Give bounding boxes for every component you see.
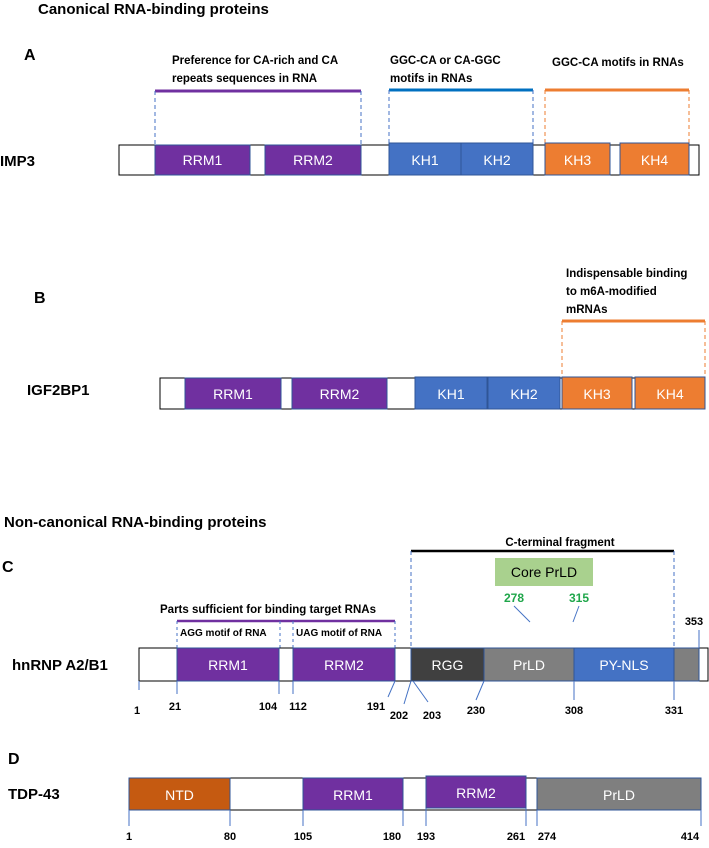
panel-d-label: D [8,751,20,768]
svg-text:KH1: KH1 [411,152,438,168]
svg-text:RRM1: RRM1 [333,787,373,803]
panel-b-annotation-line-3: mRNAs [566,304,608,316]
panel-a-protein-name: IMP3 [0,153,35,170]
svg-text:RGG: RGG [432,657,464,673]
domain-c-terminal-tail [673,647,700,682]
svg-text:RRM1: RRM1 [213,386,253,402]
core-end-leader [572,605,580,623]
domain-rrm1: RRM1 [176,647,280,682]
svg-text:KH2: KH2 [510,386,537,402]
svg-text:NTD: NTD [165,787,194,803]
domain-rgg: RGG [410,647,485,682]
svg-text:RRM1: RRM1 [208,657,248,673]
svg-text:KH3: KH3 [583,386,610,402]
section-title-canonical: Canonical RNA-binding proteins [38,1,269,18]
domain-rrm2: RRM2 [292,647,396,682]
svg-text:PrLD: PrLD [603,787,635,803]
position-label: 203 [423,710,441,722]
tick [403,680,412,705]
svg-text:PrLD: PrLD [513,657,545,673]
domain-prld: PrLD [483,647,575,682]
panel-a-annotation-2-line-1: GGC-CA or CA-GGC [390,55,501,67]
panel-b-annotation-line-1: Indispensable binding [566,268,687,280]
position-label: 308 [565,705,583,717]
domain-rrm1: RRM1 [184,377,282,410]
svg-text:RRM1: RRM1 [183,152,223,168]
domain-kh1: KH1 [388,142,462,176]
svg-text:RRM2: RRM2 [324,657,364,673]
panel-d-protein-name: TDP-43 [8,786,60,803]
position-label: 180 [383,831,401,843]
domain-kh4: KH4 [634,376,706,410]
position-label: 274 [538,831,557,843]
domain-rrm2: RRM2 [291,377,388,410]
domain-ntd: NTD [128,777,231,811]
domain-kh4: KH4 [619,142,690,176]
svg-text:RRM2: RRM2 [293,152,333,168]
domain-kh2: KH2 [460,142,534,176]
core-prld-start: 278 [504,591,524,605]
svg-text:RRM2: RRM2 [320,386,360,402]
panel-a-annotation-1-line-2: repeats sequences in RNA [172,73,317,85]
domain-py-nls: PY-NLS [573,647,675,682]
position-label: 105 [294,831,312,843]
panel-b-protein-name: IGF2BP1 [27,382,90,399]
panel-a-annotation-1-line-1: Preference for CA-rich and CA [172,55,338,67]
svg-text:KH3: KH3 [564,152,591,168]
position-label: 1 [126,831,132,843]
svg-text:KH4: KH4 [656,386,683,402]
panel-a-annotation-3-line-1: GGC-CA motifs in RNAs [552,57,684,69]
position-label: 414 [681,831,700,843]
position-label: 261 [507,831,525,843]
tick [387,680,396,698]
parts-sufficient-label: Parts sufficient for binding target RNAs [160,604,376,616]
svg-text:KH1: KH1 [437,386,464,402]
panel-b-label: B [34,290,46,307]
core-prld-box: Core PrLD [495,558,593,586]
position-label: 202 [390,710,408,722]
core-prld-end: 315 [569,591,589,605]
agg-motif-label: AGG motif of RNA [180,628,267,639]
svg-text:PY-NLS: PY-NLS [599,657,648,673]
position-label: 21 [169,701,181,713]
svg-text:Core PrLD: Core PrLD [511,564,577,580]
position-label: 1 [134,705,140,717]
position-label: 230 [467,705,485,717]
panel-a: A Preference for CA-rich and CA repeats … [0,47,700,176]
domain-rrm2: RRM2 [264,144,362,176]
section-title-noncanonical: Non-canonical RNA-binding proteins [4,514,267,531]
core-start-leader [513,605,531,623]
tick [412,680,429,703]
c-terminal-fragment-label: C-terminal fragment [505,537,614,549]
position-label: 80 [224,831,236,843]
domain-rrm1: RRM1 [154,144,251,176]
domain-kh3: KH3 [544,142,611,176]
panel-c-label: C [2,559,14,576]
domain-kh2: KH2 [487,376,561,410]
position-label: 191 [367,701,385,713]
svg-text:KH2: KH2 [483,152,510,168]
position-label: 104 [259,701,278,713]
domain-rrm1: RRM1 [302,777,404,811]
svg-text:KH4: KH4 [641,152,668,168]
panel-a-label: A [24,47,36,64]
panel-c-protein-name: hnRNP A2/B1 [12,657,108,674]
domain-kh1: KH1 [414,376,488,410]
domain-rrm2: RRM2 [425,775,527,809]
panel-a-annotation-2-line-2: motifs in RNAs [390,73,472,85]
domain-kh3: KH3 [561,376,633,410]
domain-prld: PrLD [536,777,702,811]
position-label: 331 [665,705,683,717]
panel-d: D TDP-43 NTD RRM1 RRM2 PrLD 1 80 [8,751,702,843]
panel-c: C C-terminal fragment Core PrLD 278 315 … [2,537,709,722]
position-label: 353 [685,616,703,628]
svg-text:RRM2: RRM2 [456,785,496,801]
panel-b: B Indispensable binding to m6A-modified … [27,268,706,410]
position-label: 112 [289,701,307,713]
position-label: 193 [417,831,435,843]
panel-b-annotation-line-2: to m6A-modified [566,286,657,298]
uag-motif-label: UAG motif of RNA [296,628,382,639]
tick [475,680,485,701]
